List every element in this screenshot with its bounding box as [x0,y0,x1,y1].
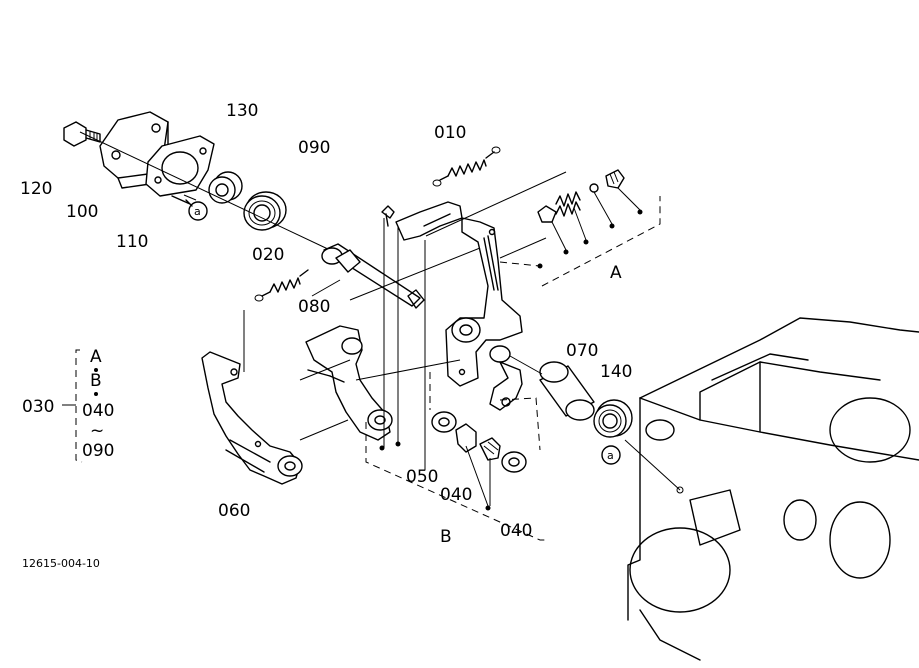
group-b-parts [379,411,527,511]
marker-a-1: a [194,205,201,218]
spring-010 [432,146,501,187]
marker-a-2: a [607,449,614,462]
label-group-b: B [440,527,452,547]
label-group-a: A [610,263,622,283]
bearing-140 [593,399,633,438]
bearing-090 [243,191,287,231]
label-020: 020 [252,245,284,265]
label-080: 080 [298,297,330,317]
label-100: 100 [66,202,98,222]
engine-block [627,317,919,661]
label-130: 130 [226,101,258,121]
kit-030-line-5: 090 [82,441,114,461]
spring-020 [254,269,309,302]
gasket-110 [145,135,215,197]
label-010: 010 [434,123,466,143]
label-120: 120 [20,179,52,199]
lever-plate [381,201,523,411]
collar-130 [208,171,243,204]
label-030: 030 [22,397,54,417]
figure-code: 12615-004-10 [22,557,100,570]
assembly-lines [243,171,681,507]
kit-030-line-4: ~ [90,421,104,441]
group-a-parts [499,169,661,287]
kit-030-line-3: 040 [82,401,114,421]
group-b-outline [365,422,548,541]
marker-a-circle-2 [601,445,621,465]
kit-030-line-1: A [90,347,102,367]
label-070: 070 [566,341,598,361]
bell-crank [305,325,393,441]
bolt-120 [63,121,101,147]
label-040-a: 040 [440,485,472,505]
kit-030-bracket [75,349,83,463]
label-040-b: 040 [500,521,532,541]
label-140: 140 [600,362,632,382]
label-060: 060 [218,501,250,521]
collar-070 [539,361,595,421]
marker-a-circle-1 [188,201,208,221]
arm-060 [201,351,303,485]
label-110: 110 [116,232,148,252]
label-050: 050 [406,467,438,487]
label-090: 090 [298,138,330,158]
kit-030-line-2: B [90,371,102,391]
